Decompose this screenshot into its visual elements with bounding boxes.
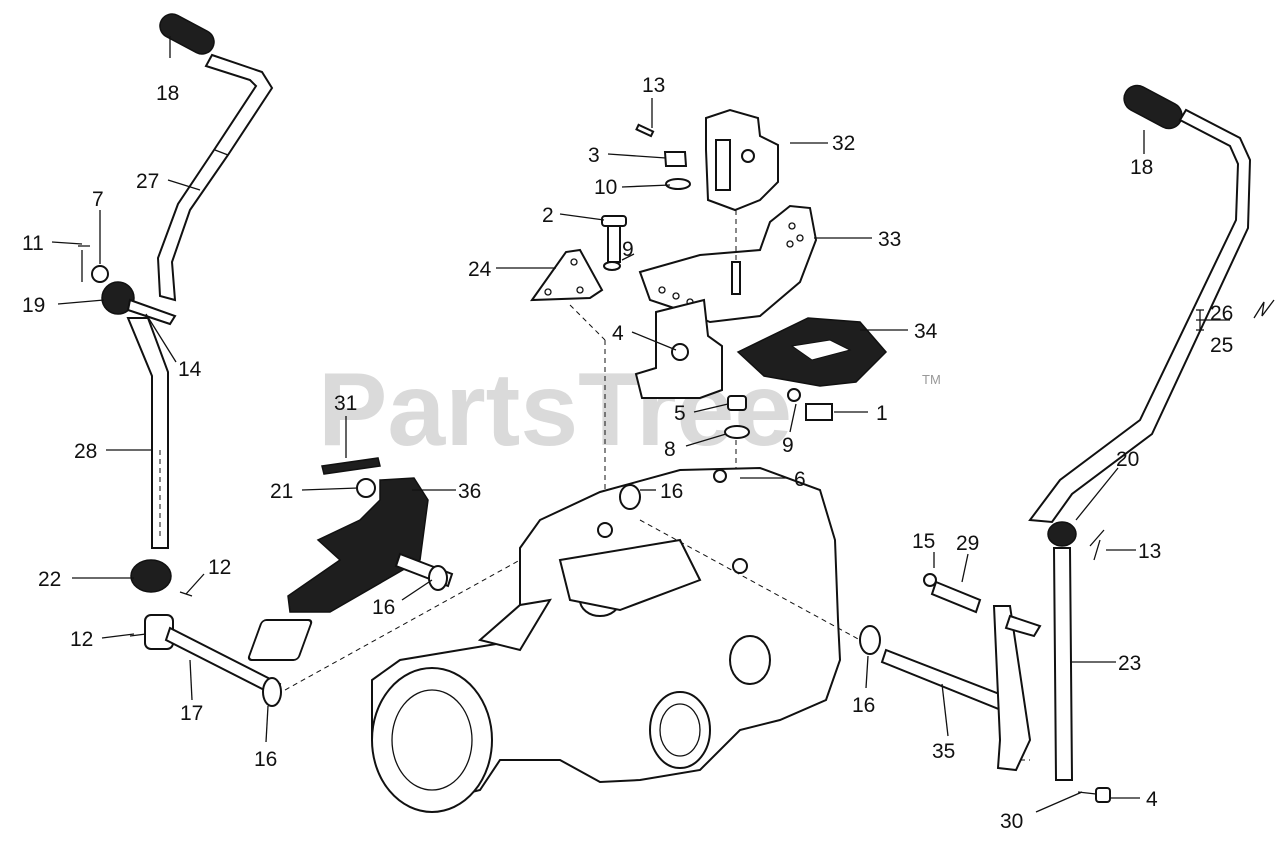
seat-bracket-33 — [638, 204, 818, 324]
callout-34: 34 — [914, 320, 938, 343]
snap-rings — [428, 484, 881, 655]
spring-31 — [321, 457, 381, 475]
callout-10: 10 — [594, 176, 617, 199]
callout-15: 15 — [912, 530, 935, 553]
callout-4-right: 4 — [1146, 788, 1158, 811]
callout-2: 2 — [542, 204, 554, 227]
callout-29: 29 — [956, 532, 979, 555]
callout-32: 32 — [832, 132, 855, 155]
callout-24: 24 — [468, 258, 492, 281]
callout-14: 14 — [178, 358, 202, 381]
left-pivot-spring — [78, 245, 177, 326]
mount-bracket — [634, 298, 723, 399]
axis-line-right — [639, 519, 861, 641]
callout-25: 25 — [1210, 334, 1233, 357]
left-lower-knuckle — [129, 559, 282, 707]
callout-5: 5 — [674, 402, 686, 425]
left-shift-lever — [156, 13, 274, 302]
callouts: 13 3 10 32 2 9 24 33 4 34 5 1 8 9 6 16 3… — [22, 74, 1233, 833]
callout-1: 1 — [876, 402, 888, 425]
callout-17: 17 — [180, 702, 203, 725]
callout-23: 23 — [1118, 652, 1141, 675]
callout-12-upper: 12 — [208, 556, 231, 579]
callout-18-right: 18 — [1130, 156, 1153, 179]
callout-22: 22 — [38, 568, 61, 591]
callout-3: 3 — [588, 144, 600, 167]
callout-20: 20 — [1116, 448, 1139, 471]
callout-13-right: 13 — [1138, 540, 1161, 563]
pedal-plate-34 — [736, 317, 888, 387]
callout-33: 33 — [878, 228, 901, 251]
callout-6: 6 — [794, 468, 806, 491]
callout-13-top: 13 — [642, 74, 665, 97]
callout-16-center: 16 — [660, 480, 683, 503]
callout-16-right: 16 — [852, 694, 875, 717]
watermark-trademark: TM — [922, 372, 941, 387]
leader-lines — [51, 36, 1275, 813]
callout-11: 11 — [22, 232, 44, 255]
callout-35: 35 — [932, 740, 955, 763]
brake-arm-36 — [287, 477, 454, 613]
callout-16-brake: 16 — [372, 596, 395, 619]
callout-12-lower: 12 — [70, 628, 93, 651]
callout-27: 27 — [136, 170, 159, 193]
callout-9-upper: 9 — [622, 238, 634, 261]
callout-8: 8 — [664, 438, 676, 461]
transaxle-housing — [247, 466, 842, 813]
callout-19: 19 — [22, 294, 45, 317]
callout-26: 26 — [1210, 302, 1233, 325]
callout-31: 31 — [334, 392, 357, 415]
right-rod-23 — [1047, 521, 1105, 781]
callout-7: 7 — [92, 188, 104, 211]
callout-18-left: 18 — [156, 82, 179, 105]
left-lower-rod — [126, 317, 169, 549]
callout-36: 36 — [458, 480, 481, 503]
callout-4-center: 4 — [612, 322, 624, 345]
callout-21: 21 — [270, 480, 293, 503]
right-shaft-35 — [880, 573, 1111, 803]
pivot-bracket-24 — [530, 248, 606, 520]
callout-28: 28 — [74, 440, 97, 463]
callout-30: 30 — [1000, 810, 1023, 833]
upper-bracket-32 — [705, 108, 779, 212]
callout-16-left: 16 — [254, 748, 277, 771]
callout-9-lower: 9 — [782, 434, 794, 457]
right-shift-lever — [1028, 84, 1252, 524]
